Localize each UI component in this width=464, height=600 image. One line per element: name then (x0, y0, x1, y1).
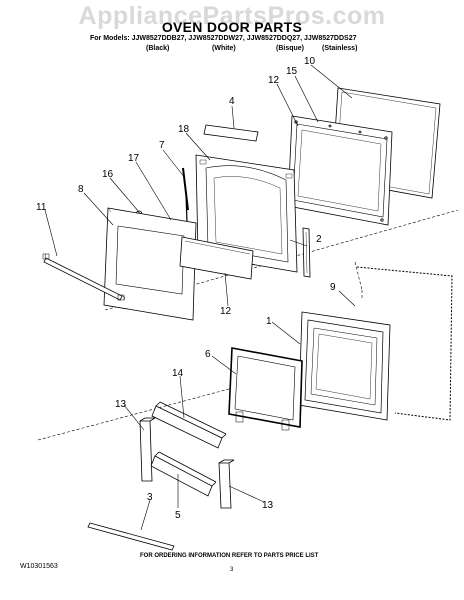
callout-15: 15 (286, 66, 298, 77)
models-line: For Models: JJW8527DDB27, JJW8527DDW27, … (90, 35, 357, 42)
color-stainless: (Stainless) (322, 45, 358, 52)
part-8-outer-door-panel (103, 207, 197, 321)
callout-5: 5 (175, 510, 181, 521)
part-1-inner-door (298, 311, 391, 421)
page-number: 3 (230, 567, 234, 573)
page-title: OVEN DOOR PARTS (161, 19, 303, 35)
part-7-rod (182, 167, 189, 223)
part-4-top-trim (203, 124, 259, 142)
document-id: W10301563 (20, 563, 58, 570)
part-3-bottom-strip (87, 522, 175, 551)
part-13-right-insulation (218, 459, 235, 509)
color-white: (White) (212, 45, 236, 52)
callout-2: 2 (316, 234, 322, 245)
callout-12-lower: 12 (220, 306, 232, 317)
part-9-gasket (356, 266, 453, 421)
callout-10: 10 (304, 56, 316, 67)
part-5-bottom-insulation (150, 451, 217, 497)
part-6-window-frame (228, 347, 303, 431)
callout-17: 17 (128, 153, 140, 164)
callout-8: 8 (78, 184, 84, 195)
color-black: (Black) (146, 45, 170, 52)
callout-7: 7 (159, 140, 165, 151)
callout-leaders (44, 64, 356, 531)
callout-12-top: 12 (268, 75, 280, 86)
callout-13-left: 13 (115, 399, 127, 410)
callout-13-right: 13 (262, 500, 274, 511)
ordering-note: FOR ORDERING INFORMATION REFER TO PARTS … (140, 553, 319, 559)
part-11-door-handle (42, 253, 125, 301)
part-12-vent-trim (179, 236, 254, 280)
callout-18: 18 (178, 124, 190, 135)
callout-9: 9 (330, 282, 336, 293)
part-14-insulation (151, 401, 227, 449)
callout-14: 14 (172, 368, 184, 379)
watermark: AppliancePartsPros.com (78, 2, 386, 30)
part-18-inner-liner (195, 154, 298, 273)
part-15-glass-pack (287, 115, 393, 226)
callout-6: 6 (205, 349, 211, 360)
callout-11: 11 (36, 202, 47, 213)
part-13-left-insulation (139, 417, 156, 482)
callout-3: 3 (147, 492, 153, 503)
part-2-side-bracket (302, 227, 311, 278)
callout-1: 1 (266, 316, 272, 327)
color-bisque: (Bisque) (276, 45, 304, 52)
callout-16: 16 (102, 169, 114, 180)
callout-4: 4 (229, 96, 235, 107)
